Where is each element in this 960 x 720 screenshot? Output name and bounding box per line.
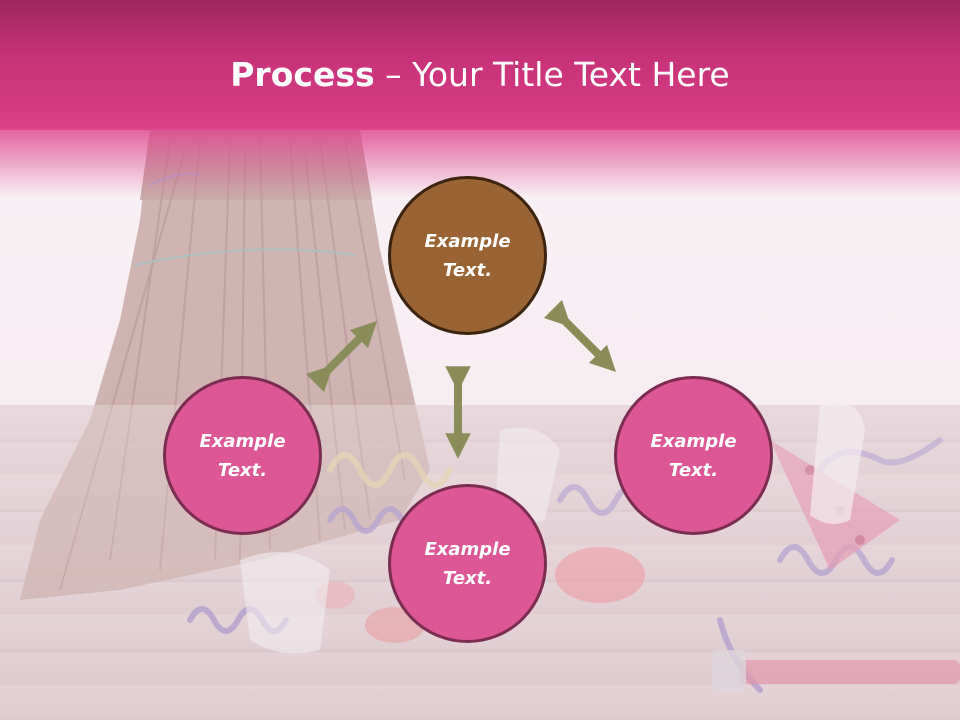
header-banner	[0, 0, 960, 130]
arrow-left-diagonal	[305, 320, 378, 393]
process-node-right: Example Text.	[614, 376, 773, 535]
node-bottom-text: Example Text.	[424, 538, 511, 589]
slide-title: Process – Your Title Text Here	[0, 52, 960, 98]
process-node-bottom: Example Text.	[388, 484, 547, 643]
process-node-top: Example Text.	[388, 176, 547, 335]
node-right-text: Example Text.	[650, 430, 737, 481]
node-left-text: Example Text.	[199, 430, 286, 481]
node-top-text: Example Text.	[424, 230, 511, 281]
title-rest: – Your Title Text Here	[374, 55, 730, 94]
process-node-left: Example Text.	[163, 376, 322, 535]
arrow-right-diagonal	[543, 299, 617, 373]
title-bold: Process	[230, 55, 375, 94]
